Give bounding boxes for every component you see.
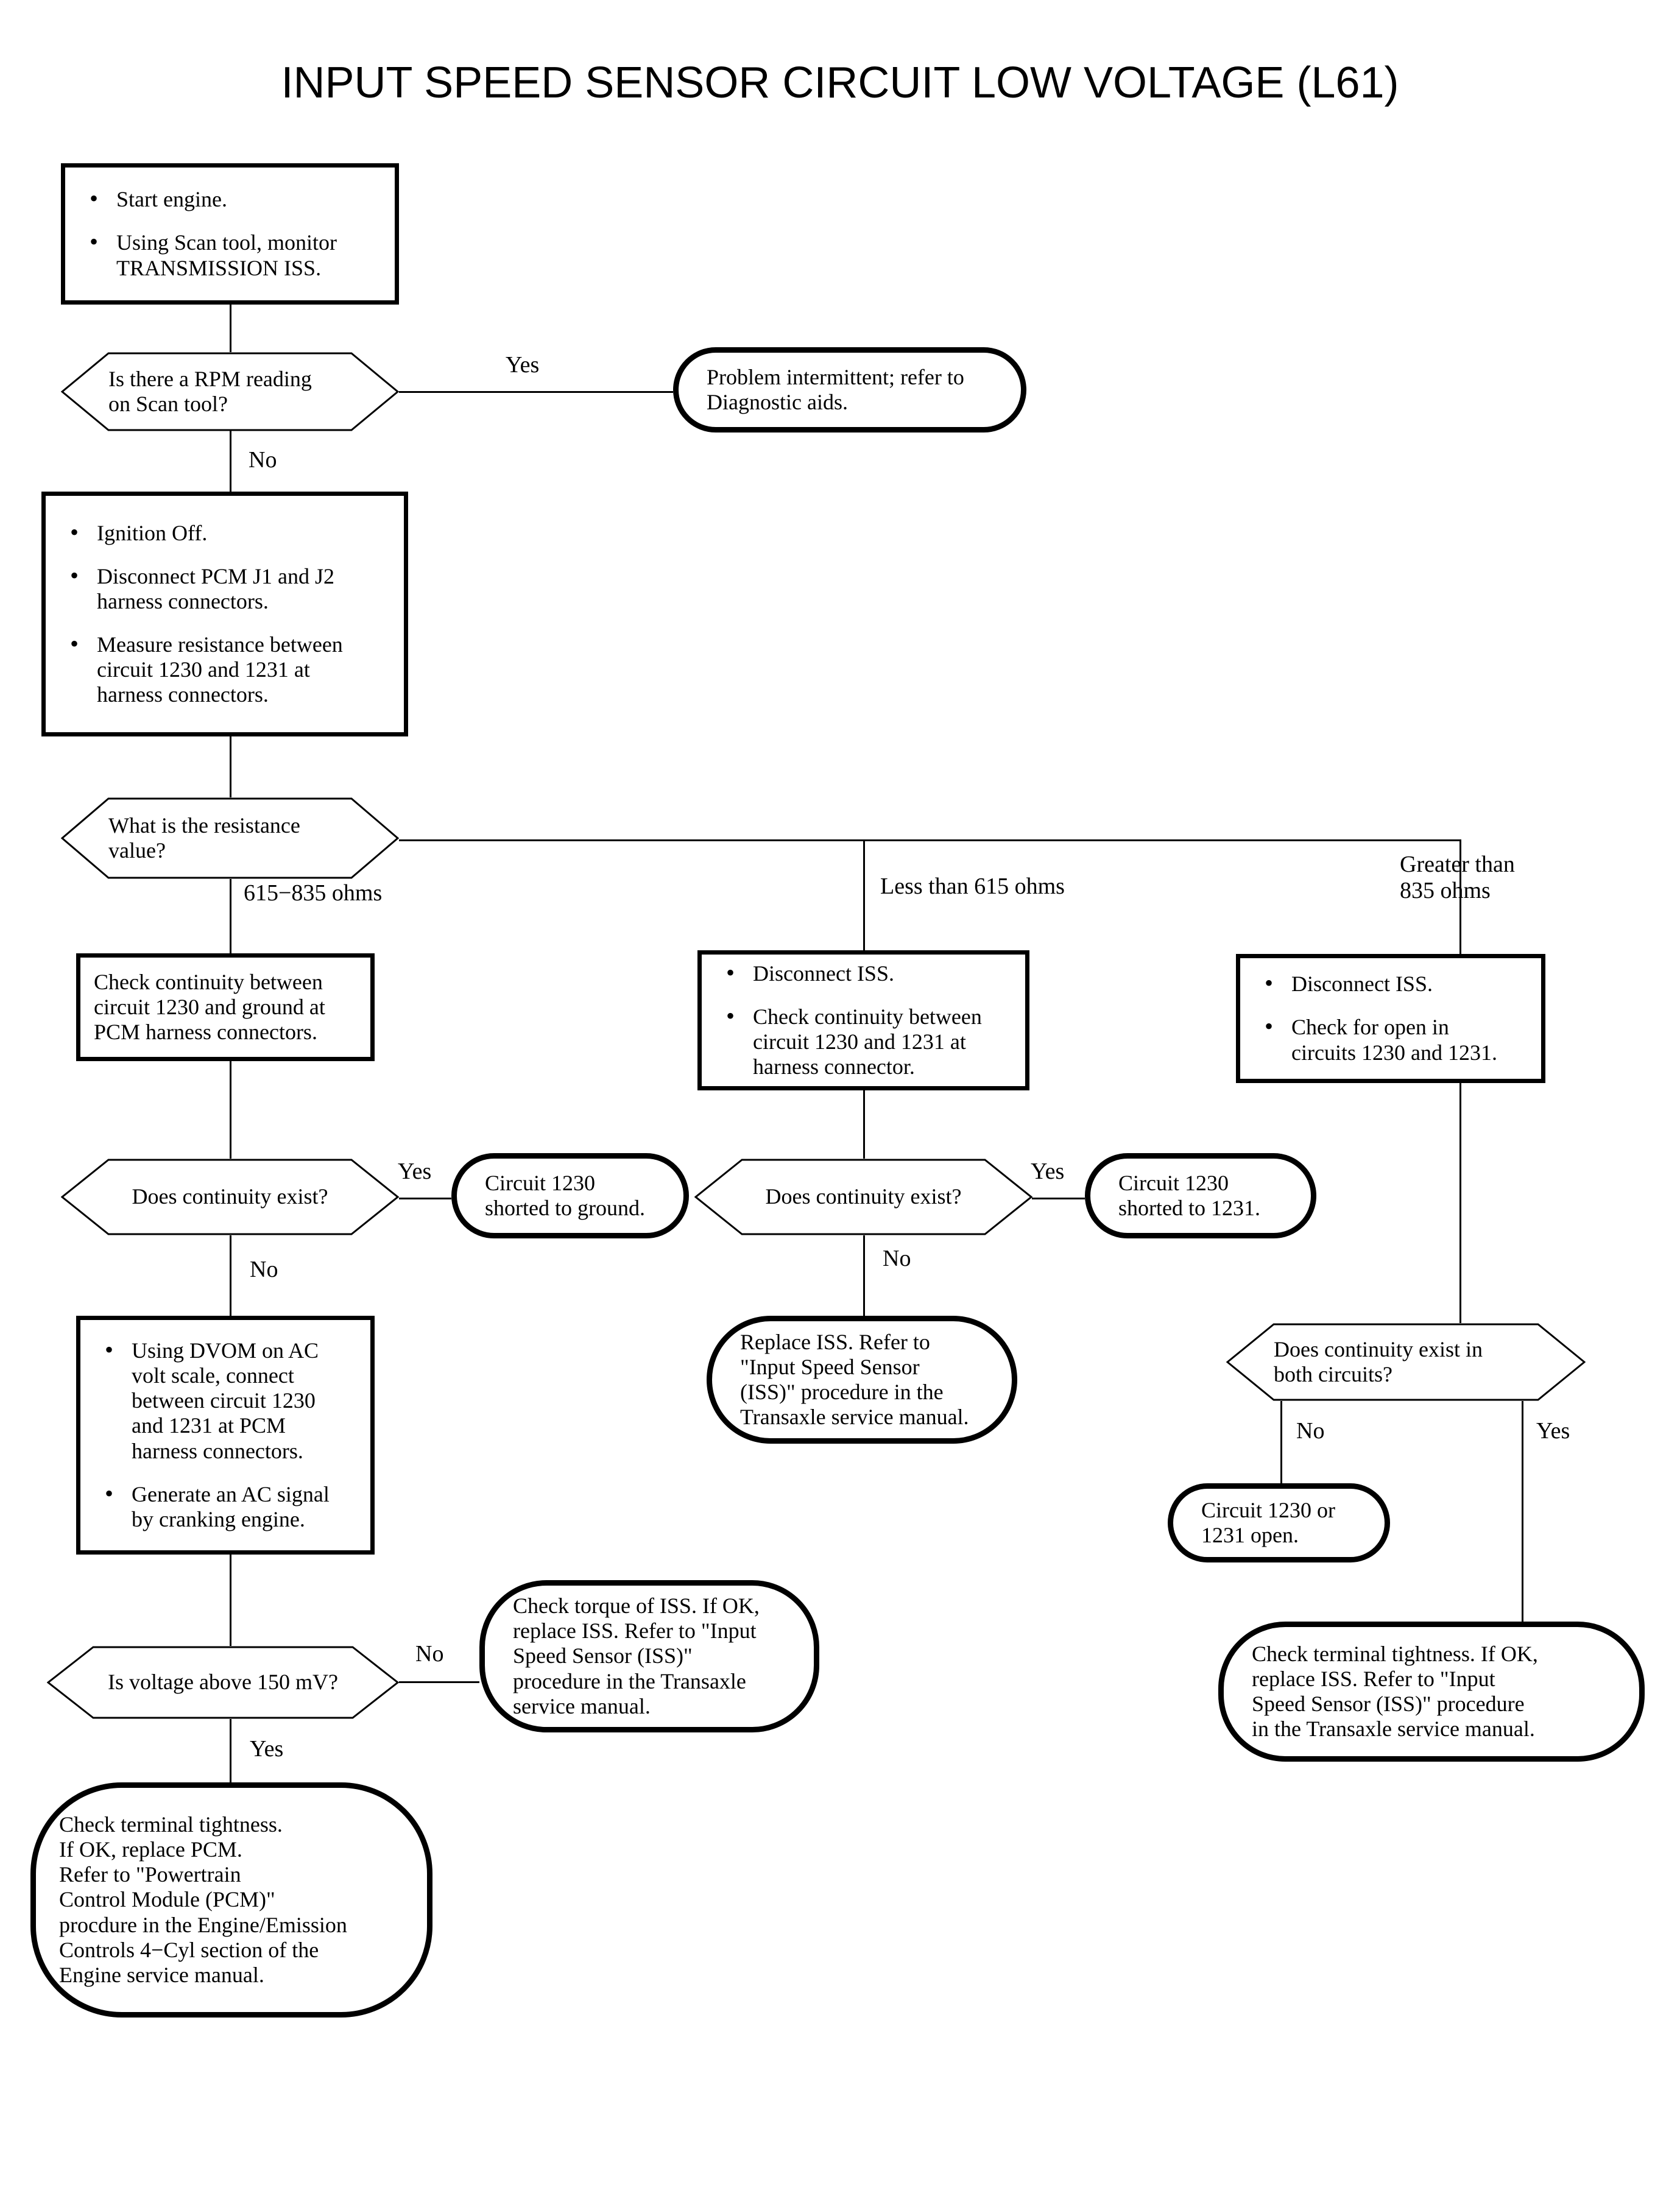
hexagon-shape [47,1646,399,1719]
connector-discmid-to-contmid [863,1090,865,1159]
bullet-item: Measure resistance between circuit 1230 … [62,630,388,707]
replace-iss-terminal-label: Replace ISS. Refer to "Input Speed Senso… [740,1329,969,1430]
node-check-ground-process[interactable]: Check continuity between circuit 1230 an… [76,953,375,1061]
bullet-item: Start engine. [81,185,379,213]
rpm-decision-label: Is there a RPM reading on Scan tool? [108,366,312,416]
check-ground-process-label: Check continuity between circuit 1230 an… [94,969,325,1045]
node-check-torque-terminal[interactable]: Check torque of ISS. If OK, replace ISS.… [479,1580,819,1732]
hexagon-shape [694,1159,1032,1235]
edge-label-voltage-no: No [415,1641,444,1667]
node-ignition-process[interactable]: Ignition Off. Disconnect PCM J1 and J2 h… [41,492,408,736]
terminal-tightness-iss-label: Check terminal tightness. If OK, replace… [1252,1641,1538,1742]
continuity-left-decision-label: Does continuity exist? [132,1184,328,1209]
edge-label-rpm-yes: Yes [506,352,540,378]
connector-resistance-right-drop [1459,839,1461,954]
connector-cont-left-yes [399,1198,451,1199]
connector-resistance-trunk [399,839,1461,841]
edge-label-cont-left-no: No [250,1257,278,1282]
bullet-item: Using Scan tool, monitor TRANSMISSION IS… [81,228,379,280]
node-shorted-ground-terminal[interactable]: Circuit 1230 shorted to ground. [451,1153,689,1238]
connector-cont-left-no [230,1235,231,1316]
node-resistance-decision[interactable]: What is the resistance value? [61,797,399,879]
circuit-open-terminal-label: Circuit 1230 or 1231 open. [1201,1497,1335,1547]
connector-voltage-yes [230,1719,231,1782]
edge-label-cont-both-no: No [1296,1418,1325,1444]
dvom-process-bullets: Using DVOM on AC volt scale, connect bet… [96,1336,355,1532]
connector-resistance-down [230,879,231,953]
connector-dvom-to-voltage [230,1555,231,1646]
bullet-item: Check for open in circuits 1230 and 1231… [1256,1012,1525,1065]
resistance-decision-label: What is the resistance value? [108,813,300,863]
connector-ignition-to-resistance [230,736,231,797]
connector-start-to-rpm [230,305,231,352]
disconnect-iss-right-bullets: Disconnect ISS. Check for open in circui… [1256,969,1525,1065]
shorted-ground-terminal-label: Circuit 1230 shorted to ground. [485,1170,645,1220]
node-shorted-1231-terminal[interactable]: Circuit 1230 shorted to 1231. [1085,1153,1316,1238]
edge-label-rpm-no: No [249,447,277,473]
node-terminal-tightness-pcm-terminal[interactable]: Check terminal tightness. If OK, replace… [30,1782,432,2018]
bullet-item: Disconnect ISS. [1256,969,1525,997]
connector-cont-both-yes [1522,1401,1523,1622]
bullet-item: Disconnect ISS. [718,959,1009,987]
continuity-both-decision-label: Does continuity exist in both circuits? [1274,1336,1483,1386]
bullet-item: Disconnect PCM J1 and J2 harness connect… [62,562,388,614]
hexagon-shape [61,352,399,431]
node-start-process[interactable]: Start engine. Using Scan tool, monitor T… [61,163,399,305]
edge-label-cont-mid-no: No [883,1246,911,1271]
connector-discright-to-contboth [1459,1083,1461,1323]
node-dvom-process[interactable]: Using DVOM on AC volt scale, connect bet… [76,1316,375,1555]
connector-cont-mid-no [863,1235,865,1316]
connector-rpm-yes [399,391,673,393]
hexagon-shape [61,797,399,879]
voltage-decision-label: Is voltage above 150 mV? [108,1670,338,1695]
node-terminal-tightness-iss-terminal[interactable]: Check terminal tightness. If OK, replace… [1218,1622,1645,1762]
node-continuity-left-decision[interactable]: Does continuity exist? [61,1159,399,1235]
page-title: INPUT SPEED SENSOR CIRCUIT LOW VOLTAGE (… [281,58,1399,107]
node-continuity-mid-decision[interactable]: Does continuity exist? [694,1159,1032,1235]
node-rpm-decision[interactable]: Is there a RPM reading on Scan tool? [61,352,399,431]
hexagon-shape [1226,1323,1586,1401]
connector-cont-mid-yes [1032,1198,1085,1199]
node-disconnect-iss-mid-process[interactable]: Disconnect ISS. Check continuity between… [697,950,1029,1090]
ignition-process-bullets: Ignition Off. Disconnect PCM J1 and J2 h… [62,518,388,707]
edge-label-res-less-615: Less than 615 ohms [880,874,1065,899]
connector-voltage-no [399,1681,479,1683]
connector-rpm-no [230,431,231,492]
bullet-item: Using DVOM on AC volt scale, connect bet… [96,1336,355,1463]
connector-resistance-mid-drop [863,839,865,950]
bullet-item: Generate an AC signal by cranking engine… [96,1480,355,1532]
node-disconnect-iss-right-process[interactable]: Disconnect ISS. Check for open in circui… [1236,954,1545,1083]
node-circuit-open-terminal[interactable]: Circuit 1230 or 1231 open. [1168,1483,1390,1562]
terminal-tightness-pcm-label: Check terminal tightness. If OK, replace… [59,1812,347,1987]
shorted-1231-terminal-label: Circuit 1230 shorted to 1231. [1118,1170,1260,1220]
node-voltage-decision[interactable]: Is voltage above 150 mV? [47,1646,399,1719]
node-continuity-both-decision[interactable]: Does continuity exist in both circuits? [1226,1323,1586,1401]
bullet-item: Check continuity between circuit 1230 an… [718,1002,1009,1079]
hexagon-shape [61,1159,399,1235]
node-replace-iss-terminal[interactable]: Replace ISS. Refer to "Input Speed Senso… [707,1316,1017,1444]
edge-label-res-greater-835: Greater than 835 ohms [1400,852,1515,904]
continuity-mid-decision-label: Does continuity exist? [765,1184,962,1209]
bullet-item: Ignition Off. [62,518,388,546]
start-process-bullets: Start engine. Using Scan tool, monitor T… [81,185,379,280]
connector-cont-both-no [1280,1401,1282,1483]
disconnect-iss-mid-bullets: Disconnect ISS. Check continuity between… [718,959,1009,1079]
edge-label-cont-left-yes: Yes [398,1159,432,1184]
edge-label-cont-mid-yes: Yes [1031,1159,1065,1184]
connector-ground-to-continuity [230,1061,231,1159]
intermittent-terminal-label: Problem intermittent; refer to Diagnosti… [707,364,964,414]
check-torque-terminal-label: Check torque of ISS. If OK, replace ISS.… [513,1594,760,1718]
edge-label-voltage-yes: Yes [250,1736,284,1762]
node-intermittent-terminal[interactable]: Problem intermittent; refer to Diagnosti… [673,347,1026,432]
edge-label-res-615-835: 615−835 ohms [244,880,383,906]
edge-label-cont-both-yes: Yes [1536,1418,1570,1444]
